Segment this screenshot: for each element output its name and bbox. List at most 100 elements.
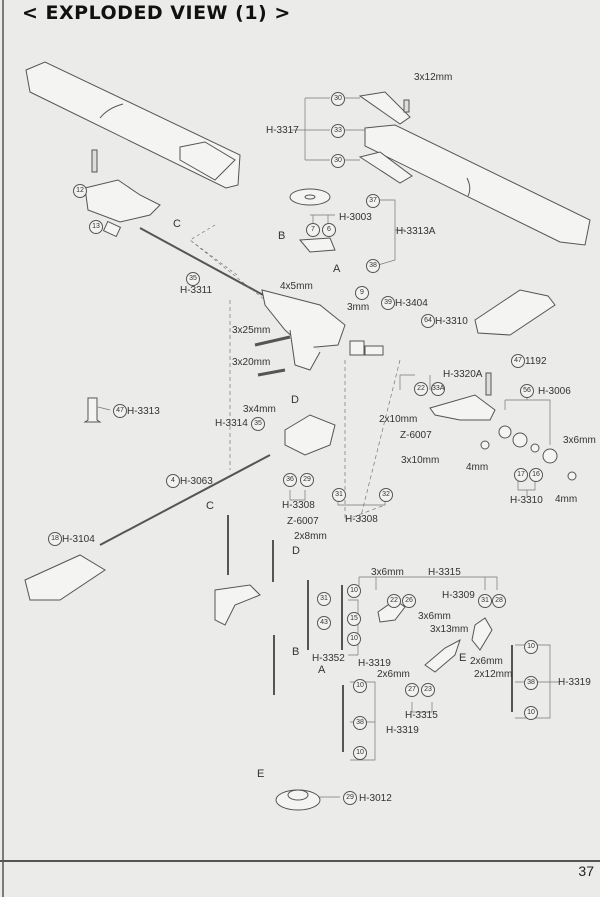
label-h3320a: H-3320A (443, 369, 483, 380)
callout-31-lever: 31 (478, 594, 492, 608)
callout-10-b1: 10 (353, 679, 367, 693)
seesaw-link (298, 237, 336, 253)
blade-grip-right (429, 394, 496, 421)
letter-c-top: C (173, 218, 181, 230)
page-left-rule (2, 0, 4, 897)
callout-32: 32 (379, 488, 393, 502)
letter-d-top: D (291, 394, 299, 406)
label-3x4mm: 3x4mm (243, 404, 276, 415)
callout-29-washout: 29 (300, 473, 314, 487)
label-h3315-bottom: H-3315 (405, 710, 438, 721)
callout-47-h3313: 47 (113, 404, 127, 418)
page-bottom-rule (0, 860, 600, 862)
washer (289, 188, 331, 206)
label-h3308-b: H-3308 (345, 514, 378, 525)
callout-38-c: 38 (524, 676, 538, 690)
label-z6007-right: Z-6007 (400, 430, 432, 441)
letter-e-mid: E (459, 652, 467, 664)
bolt-top-left (91, 149, 98, 173)
label-3x6mm-center: 3x6mm (371, 567, 404, 578)
callout-10-a2: 10 (347, 632, 361, 646)
callout-43: 43 (317, 616, 331, 630)
spindle-shaft (139, 227, 266, 297)
label-3x6mm-mid: 3x6mm (418, 611, 451, 622)
label-h3063: H-3063 (180, 476, 213, 487)
washout-arm (424, 638, 461, 673)
callout-27: 27 (405, 683, 419, 697)
label-h3319-c: H-3319 (558, 677, 591, 688)
nut-4mm-center (480, 440, 490, 450)
label-1192: 1192 (525, 356, 547, 367)
label-h3003: H-3003 (339, 212, 372, 223)
label-2x10mm: 2x10mm (379, 414, 418, 425)
callout-36: 36 (283, 473, 297, 487)
callout-38-b: 38 (353, 716, 367, 730)
label-h3006: H-3006 (538, 386, 571, 397)
blade-grip-plate-top (358, 91, 411, 125)
callout-31-washout: 31 (332, 488, 346, 502)
label-h3308-a: H-3308 (282, 500, 315, 511)
label-h3311: H-3311 (180, 285, 213, 296)
label-h3315-top: H-3315 (428, 567, 461, 578)
callout-17: 17 (514, 468, 528, 482)
callout-64: 64 (421, 314, 435, 328)
label-4x5mm: 4x5mm (280, 281, 313, 292)
label-h3104: H-3104 (62, 534, 95, 545)
bolt-1192 (485, 372, 492, 396)
callout-26: 26 (402, 594, 416, 608)
pin-64 (364, 345, 384, 356)
callout-18: 18 (48, 532, 62, 546)
callout-38: 38 (366, 259, 380, 273)
callout-13: 13 (89, 220, 103, 234)
callout-35-spindle: 35 (186, 272, 200, 286)
label-3x13mm: 3x13mm (430, 624, 469, 635)
callout-29-swash: 29 (343, 791, 357, 805)
label-3x10mm: 3x10mm (401, 455, 440, 466)
label-3x25mm: 3x25mm (232, 325, 271, 336)
flybar-paddle-right (474, 289, 556, 336)
label-h3310-top: H-3310 (435, 316, 468, 327)
letter-b-mid: B (292, 646, 300, 658)
washer-16 (530, 443, 540, 453)
callout-16: 16 (529, 468, 543, 482)
bearing-17 (512, 432, 528, 448)
label-h3313: H-3313 (127, 406, 160, 417)
callout-33a: 33A (431, 382, 445, 396)
flybar (99, 454, 271, 546)
label-2x12mm: 2x12mm (474, 669, 513, 680)
pin-h3313 (83, 397, 102, 423)
page-number: 37 (578, 863, 594, 879)
callout-22-grip: 22 (414, 382, 428, 396)
letter-c-mid: C (206, 500, 214, 512)
letter-a-mid: A (318, 664, 326, 676)
label-h3404: H-3404 (395, 298, 428, 309)
nut-4mm-right (567, 471, 577, 481)
label-4mm-right: 4mm (555, 494, 578, 505)
callout-10-b2: 10 (353, 746, 367, 760)
main-rotor-blade-right (364, 124, 591, 246)
label-2x8mm: 2x8mm (294, 531, 327, 542)
callout-10-c2: 10 (524, 706, 538, 720)
callout-28: 28 (492, 594, 506, 608)
callout-10-a1: 10 (347, 584, 361, 598)
label-h3309: H-3309 (442, 590, 475, 601)
label-h3313a: H-3313A (396, 226, 436, 237)
callout-23: 23 (421, 683, 435, 697)
callout-30a: 30 (331, 92, 345, 106)
callout-31-h3352: 31 (317, 592, 331, 606)
label-h3319-a: H-3319 (358, 658, 391, 669)
letter-e-bottom: E (257, 768, 265, 780)
callout-6: 6 (322, 223, 336, 237)
letter-d-mid: D (292, 545, 300, 557)
bearing-56b (542, 448, 558, 464)
rotor-head-hub (261, 289, 346, 349)
label-z6007-center: Z-6007 (287, 516, 319, 527)
washout-base (284, 414, 336, 456)
label-3x20mm: 3x20mm (232, 357, 271, 368)
callout-22-lever: 22 (387, 594, 401, 608)
letter-b-top: B (278, 230, 286, 242)
mixing-lever (214, 584, 261, 626)
bearing-56a (498, 425, 512, 439)
callout-37: 37 (366, 194, 380, 208)
